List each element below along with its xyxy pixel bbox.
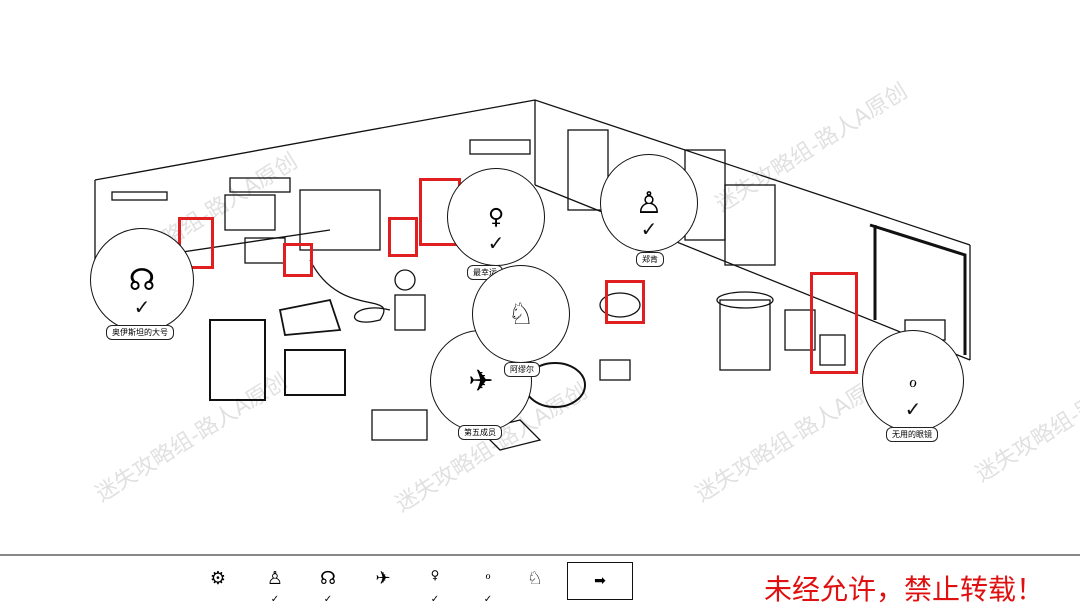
toolbar-glasses-icon[interactable]: ℴ xyxy=(485,568,491,582)
check-icon: ✓ xyxy=(430,594,440,605)
toolbar-flying-person-icon[interactable]: ✈ xyxy=(375,568,391,589)
toolbar-dancer-icon[interactable]: ♘ xyxy=(526,568,544,589)
dancer-icon: ♘ xyxy=(507,296,535,332)
toolbar-key-icon[interactable]: ♀ xyxy=(430,568,440,582)
target-label: 奥伊斯坦的大号 xyxy=(106,325,174,340)
repost-notice: 未经允许，禁止转载！ xyxy=(764,573,1045,606)
tuba-icon: ☊ xyxy=(128,262,156,298)
check-icon: ✓ xyxy=(270,594,280,605)
toolbar-tuba-icon[interactable]: ☊ xyxy=(320,568,336,589)
target-label: 郑肯 xyxy=(636,252,664,267)
game-scene[interactable] xyxy=(0,0,1080,550)
found-highlight xyxy=(388,217,418,257)
person-icon: ♙ xyxy=(635,185,663,221)
toolbar-person-icon[interactable]: ♙ xyxy=(266,568,284,589)
key-icon: ♀ xyxy=(487,204,505,230)
glasses-icon: ℴ xyxy=(908,370,918,392)
target-bubble-person[interactable]: ♙✓ xyxy=(600,154,698,252)
flying-person-icon: ✈ xyxy=(468,363,494,399)
target-bubble-glasses[interactable]: ℴ✓ xyxy=(862,330,964,432)
toolbar-divider xyxy=(0,554,1080,556)
arrow-right-icon: ➡ xyxy=(594,573,606,589)
found-highlight xyxy=(283,243,313,277)
target-label: 第五成员 xyxy=(458,425,502,440)
found-highlight xyxy=(605,280,645,324)
found-highlight xyxy=(810,272,858,374)
check-icon: ✓ xyxy=(323,594,333,605)
check-icon: ✓ xyxy=(640,217,658,241)
target-bubble-key[interactable]: ♀✓ xyxy=(447,168,545,266)
check-icon: ✓ xyxy=(487,231,505,255)
target-label: 阿缪尔 xyxy=(504,362,540,377)
target-bubble-dancer[interactable]: ♘ xyxy=(472,265,570,363)
target-bubble-tuba[interactable]: ☊✓ xyxy=(90,228,194,332)
check-icon: ✓ xyxy=(483,594,493,605)
check-icon: ✓ xyxy=(133,295,151,319)
settings-icon[interactable]: ⚙ xyxy=(209,568,227,589)
target-label: 无用的眼镜 xyxy=(886,427,938,442)
next-button[interactable]: ➡ xyxy=(567,562,633,600)
check-icon: ✓ xyxy=(904,397,922,421)
